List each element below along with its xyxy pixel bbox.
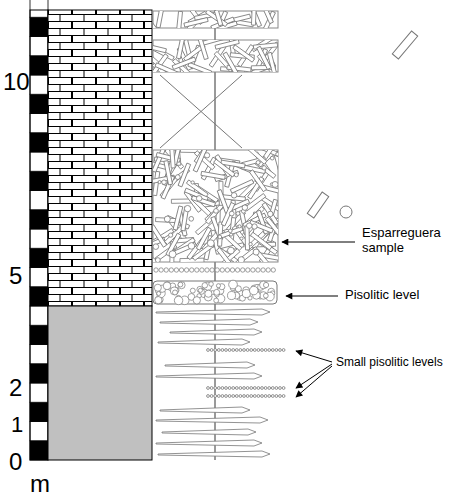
lower-unit [48, 306, 152, 460]
scale-number: 0 [9, 448, 22, 476]
legend-symbols [307, 31, 417, 218]
lithology-drawing [141, 0, 287, 457]
scale-number: 1 [11, 412, 23, 437]
level-label: Pisolitic level [345, 288, 419, 303]
limestone-unit [48, 10, 152, 306]
scale-unit: m [30, 470, 50, 498]
sample-label: Esparreguera sample [362, 226, 454, 256]
levels-label: Small pisolitic levels [336, 356, 443, 370]
scale-number: 10 [3, 68, 30, 96]
scale-number: 5 [9, 262, 22, 290]
scale-bar [30, 0, 48, 460]
scale-number: 2 [9, 374, 22, 402]
leader-arrows [282, 242, 355, 397]
